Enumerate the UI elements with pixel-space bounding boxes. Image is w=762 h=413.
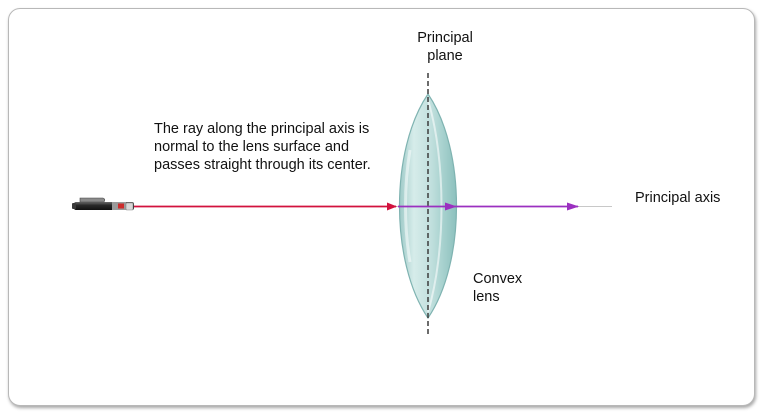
laser-pointer-icon — [72, 197, 134, 211]
principal-axis-label: Principal axis — [635, 190, 721, 206]
convex-lens-label-line1: Convex — [473, 271, 523, 287]
convex-lens-label: Convex lens — [473, 270, 553, 306]
principal-plane-label-line1: Principal — [417, 30, 473, 46]
principal-plane-label-line2: plane — [427, 48, 463, 64]
ray-description: The ray along the principal axis is norm… — [154, 120, 414, 174]
convex-lens-label-line2: lens — [473, 289, 500, 305]
ray-description-line2: normal to the lens surface and — [154, 139, 350, 155]
ray-description-line1: The ray along the principal axis is — [154, 121, 370, 137]
ray-description-line3: passes straight through its center. — [154, 157, 371, 173]
principal-plane-label: Principal plane — [398, 29, 492, 65]
